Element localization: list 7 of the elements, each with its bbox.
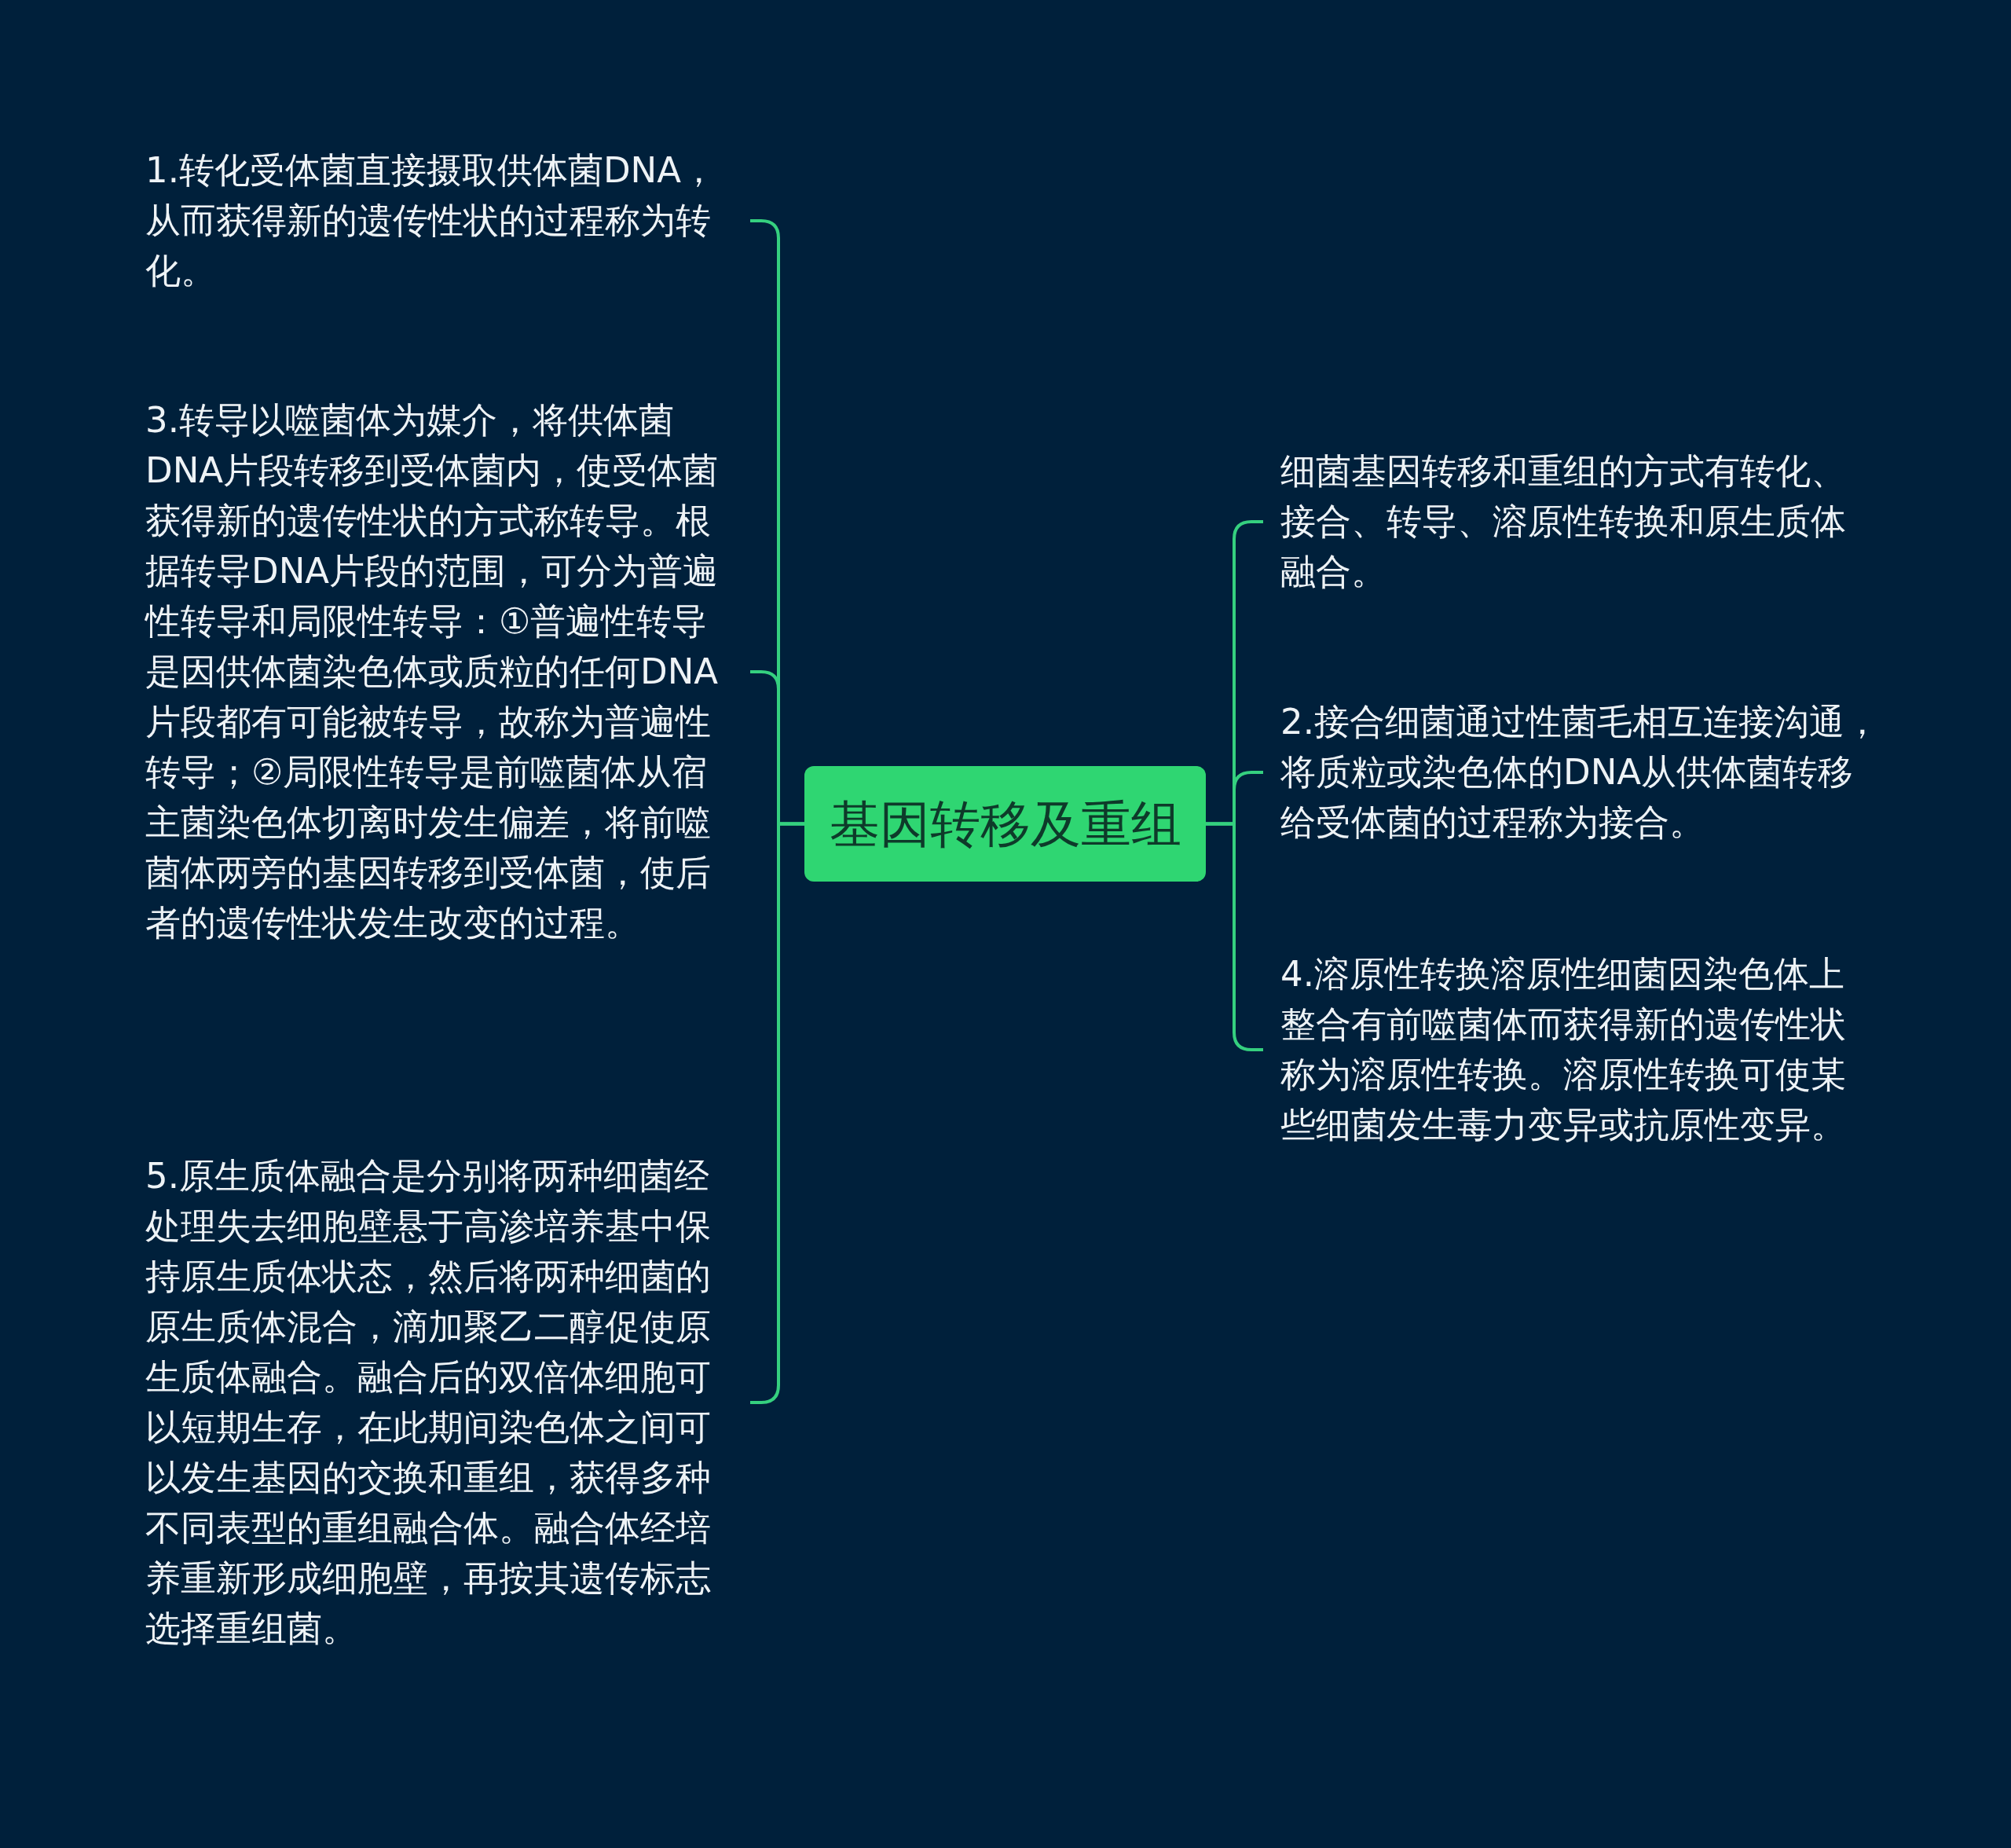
note-text: 3.转导以噬菌体为媒介，将供体菌DNA片段转移到受体菌内，使受体菌获得新的遗传性状的方式称转导。根据转导DNA片段的范围，可分为普遍性转导和局限性转导：①普遍性转导是因供体菌染色体或质粒的任何DNA片段都有可能被转导，故称为普遍性转导；②局限性转导是前噬菌体从宿主菌染色体切离时发生偏差，将前噬菌体两旁的基因转移到受体菌，使后者的遗传性状发生改变的过程。: [145, 395, 750, 948]
note-text: 2.接合细菌通过性菌毛相互连接沟通，将质粒或染色体的DNA从供体菌转移给受体菌的过程称为接合。: [1263, 697, 1884, 848]
note-text: 4.溶原性转换溶原性细菌因染色体上整合有前噬菌体而获得新的遗传性状称为溶原性转换。溶原性转换可使某些细菌发生毒力变异或抗原性变异。: [1263, 949, 1868, 1150]
note-text: 细菌基因转移和重组的方式有转化、接合、转导、溶原性转换和原生质体融合。: [1263, 446, 1868, 597]
note-text: 1.转化受体菌直接摄取供体菌DNA，从而获得新的遗传性状的过程称为转化。: [145, 145, 750, 296]
topic-box: 基因转移及重组: [804, 766, 1206, 882]
note-text: 5.原生质体融合是分别将两种细菌经处理失去细胞壁悬于高渗培养基中保持原生质体状态，然后将两种细菌的原生质体混合，滴加聚乙二醇促使原生质体融合。融合后的双倍体细胞可以短期生存，在此期间染色体之间可以发生基因的交换和重组，获得多种不同表型的重组融合体。融合体经培养重新形成细胞壁，再按其遗传标志选择重组菌。: [145, 1151, 750, 1654]
